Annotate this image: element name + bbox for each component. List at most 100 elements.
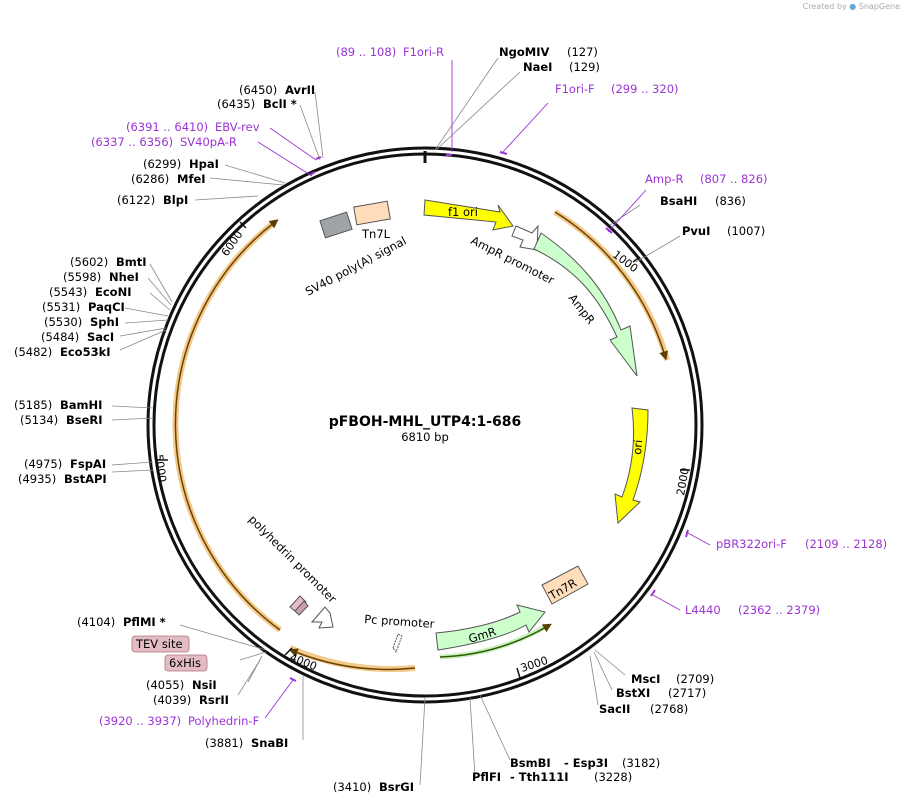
primer-l4440-range: (2362 .. 2379) (738, 603, 820, 617)
enzyme-bamhi: BamHI (60, 398, 102, 412)
primer-sv40pa-r: SV40pA-R (180, 135, 237, 149)
enzyme-sphi: SphI (90, 315, 119, 329)
primer-polyhedrin-f: Polyhedrin-F (188, 714, 259, 728)
enzyme-bsrgi-pos: (3410) (333, 780, 371, 794)
credit-text: Created by (802, 2, 847, 11)
primer-polyhedrin-f-range: (3920 .. 3937) (99, 714, 181, 728)
primer-marks (289, 151, 689, 682)
enzyme-bmti: BmtI (116, 255, 147, 269)
enzyme-sacii: SacII (599, 702, 630, 716)
feature-label-ori: ori (630, 439, 645, 455)
enzyme-naei: NaeI (523, 60, 552, 74)
orf-arc-amp (553, 209, 670, 361)
enzyme-leader-lines (111, 57, 681, 786)
enzyme-bseri-pos: (5134) (20, 413, 58, 427)
enzyme-msci: MscI (631, 672, 660, 686)
feature-label-tev-site: TEV site (135, 637, 183, 651)
enzyme-snabi: SnaBI (251, 736, 288, 750)
feature-label-f1-ori: f1 ori (448, 205, 478, 219)
feature-ori (614, 407, 649, 525)
enzyme-blpi-pos: (6122) (117, 193, 155, 207)
enzyme-bseri: BseRI (66, 413, 103, 427)
primer-pbr322ori-f-range: (2109 .. 2128) (805, 537, 887, 551)
primer-f1ori-f: F1ori-F (555, 82, 595, 96)
feature-label-6xhis: 6xHis (169, 656, 201, 670)
feature-label-sv40-polya: SV40 poly(A) signal (303, 234, 409, 299)
enzyme-bsahi-pos: (836) (715, 194, 746, 208)
primer-f1ori-r: F1ori-R (403, 45, 444, 59)
feature-label-tn7l: Tn7L (361, 227, 391, 241)
credit: Created by ● SnapGene (803, 2, 900, 11)
enzyme-hpai: HpaI (189, 157, 219, 171)
enzyme-nsii: NsiI (192, 678, 217, 692)
enzyme-bstapi-pos: (4935) (18, 472, 56, 486)
enzyme-naei-pos: (129) (569, 60, 600, 74)
enzyme-bcli-pos: (6435) (217, 97, 255, 111)
enzyme-ngomiv-pos: (127) (567, 45, 598, 59)
primer-ebv-rev: EBV-rev (215, 120, 260, 134)
enzyme-bamhi-pos: (5185) (14, 398, 52, 412)
enzyme-fspai: FspAI (70, 457, 106, 471)
enzyme-rsrii-pos: (4039) (153, 693, 191, 707)
enzyme-ngomiv: NgoMIV (499, 45, 549, 59)
enzyme-bstxi-pos: (2717) (668, 686, 706, 700)
primer-leader-lines (257, 60, 711, 719)
enzyme-nsii-pos: (4055) (146, 678, 184, 692)
enzyme-avrii: AvrII (285, 83, 315, 97)
enzyme-bsrgi: BsrGI (379, 780, 414, 794)
enzyme-paqci-pos: (5531) (42, 300, 80, 314)
enzyme-tth111i: - Tth111I (510, 770, 569, 784)
6xhis-box (164, 654, 208, 672)
enzyme-mfei-pos: (6286) (131, 172, 169, 186)
feature-tev-his-blocks (289, 595, 309, 616)
credit-app: SnapGene (858, 2, 900, 11)
enzyme-eco53ki-pos: (5482) (14, 345, 52, 359)
enzyme-msci-pos: (2709) (676, 672, 714, 686)
enzyme-nhei: NheI (109, 270, 139, 284)
primer-sv40pa-r-range: (6337 .. 6356) (91, 135, 173, 149)
feature-gmr (435, 604, 546, 651)
enzyme-avrii-pos: (6450) (239, 83, 277, 97)
enzyme-fspai-pos: (4975) (24, 457, 62, 471)
primer-f1ori-r-range: (89 .. 108) (336, 45, 396, 59)
enzyme-paqci: PaqCI (88, 300, 125, 314)
feature-ampr (533, 232, 638, 377)
enzyme-bsmbi: BsmBI (510, 756, 551, 770)
enzyme-saci-pos: (5484) (41, 330, 79, 344)
primer-l4440: L4440 (685, 603, 721, 617)
tick-2000: 2000 (674, 467, 692, 497)
tev-site-box (131, 635, 190, 653)
feature-pc-promoter (392, 633, 403, 654)
primer-ebv-rev-range: (6391 .. 6410) (126, 120, 208, 134)
enzyme-hpai-pos: (6299) (143, 157, 181, 171)
feature-ampr-promoter (511, 224, 539, 251)
enzyme-econi: EcoNI (95, 285, 131, 299)
enzyme-rsrii: RsrII (199, 693, 229, 707)
enzyme-saci: SacI (87, 330, 114, 344)
enzyme-blpi: BlpI (163, 193, 188, 207)
enzyme-bsmbi-pos: (3182) (622, 756, 660, 770)
enzyme-snabi-pos: (3881) (205, 736, 243, 750)
enzyme-bmti-pos: (5602) (70, 255, 108, 269)
primer-pbr322ori-f: pBR322ori-F (716, 537, 787, 551)
enzyme-esp3i: - Esp3I (564, 756, 608, 770)
enzyme-bstxi: BstXI (616, 686, 650, 700)
tick-5000: 5000 (152, 454, 169, 484)
plasmid-length: 6810 bp (401, 430, 449, 444)
feature-sv40-polya (319, 211, 353, 239)
enzyme-econi-pos: (5543) (49, 285, 87, 299)
enzyme-pflmi-pos: (4104) (77, 615, 115, 629)
feature-tn7l (353, 200, 391, 226)
feature-polyhedrin-promoter (310, 606, 334, 629)
enzyme-bsahi: BsaHI (660, 194, 697, 208)
enzyme-mfei: MfeI (177, 172, 206, 186)
enzyme-sphi-pos: (5530) (44, 315, 82, 329)
plasmid-name: pFBOH-MHL_UTP4:1-686 (329, 414, 522, 430)
enzyme-pvui-pos: (1007) (727, 224, 765, 238)
feature-tn7r (541, 565, 589, 605)
orf-arc-left (172, 219, 282, 633)
feature-label-pc-promoter: Pc promoter (364, 612, 435, 631)
enzyme-nhei-pos: (5598) (63, 270, 101, 284)
enzyme-pvui: PvuI (682, 224, 710, 238)
